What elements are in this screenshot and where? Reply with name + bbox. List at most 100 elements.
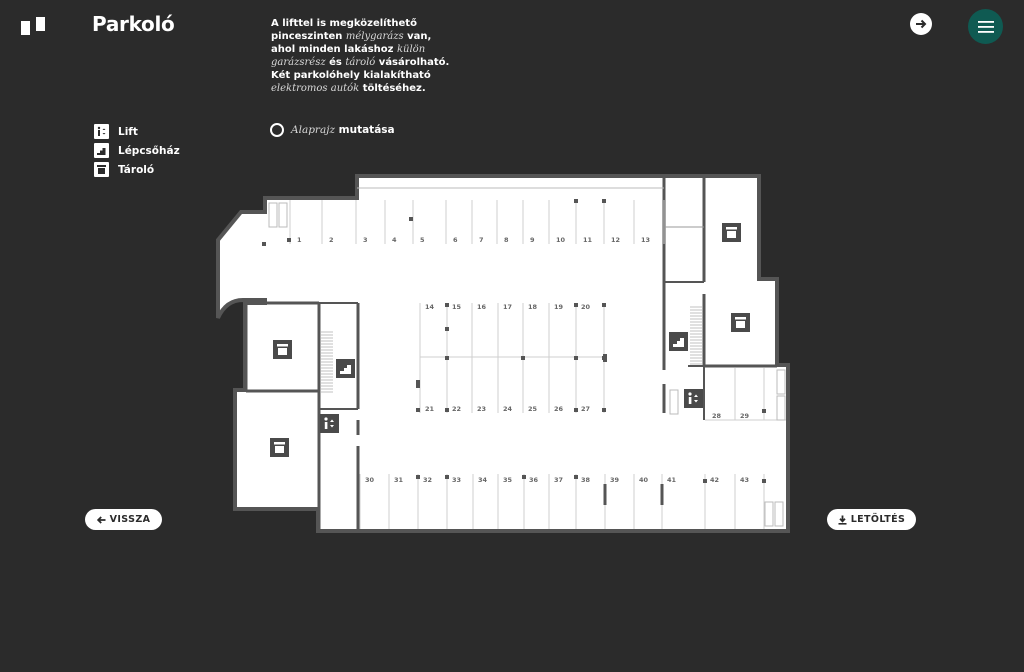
- floorplan-toggle-label: Alaprajz mutatása: [291, 124, 395, 136]
- column-post: [602, 408, 606, 412]
- column-post: [521, 356, 525, 360]
- parking-marker: [278, 202, 288, 228]
- legend-label: Tároló: [118, 163, 155, 176]
- arrow-left-icon: [96, 515, 106, 524]
- menu-button[interactable]: [968, 9, 1003, 44]
- legend-label: Lift: [118, 125, 138, 138]
- column-post: [445, 303, 449, 307]
- stairs-icon[interactable]: [336, 359, 355, 378]
- logo-bar-right: [36, 17, 45, 31]
- parking-marker: [268, 202, 278, 228]
- spot-label: 2: [329, 236, 334, 244]
- spot-label: 7: [479, 236, 484, 244]
- spot-label: 42: [710, 476, 719, 484]
- next-button[interactable]: [910, 13, 932, 35]
- column-post: [574, 408, 578, 412]
- legend-item-storage: Tároló: [94, 160, 180, 179]
- column-post: [762, 409, 766, 413]
- spot-label: 23: [477, 405, 486, 413]
- spot-label: 11: [583, 236, 593, 244]
- spot-label: 28: [712, 412, 722, 420]
- spot-label: 29: [740, 412, 750, 420]
- description-part: mélygarázs: [345, 31, 404, 42]
- spot-label: 19: [554, 303, 564, 311]
- spot-label: 25: [528, 405, 538, 413]
- spot-label: 3: [363, 236, 368, 244]
- storage-icon[interactable]: [731, 313, 750, 332]
- back-button[interactable]: VISSZA: [85, 509, 162, 530]
- spot-label: 37: [554, 476, 563, 484]
- download-button[interactable]: LETÖLTÉS: [827, 509, 916, 530]
- spot-label: 24: [503, 405, 513, 413]
- stairs-icon: [94, 143, 109, 158]
- column-post: [445, 408, 449, 412]
- description-part: van, ahol minden lakáshoz: [271, 31, 432, 55]
- parking-marker: [776, 369, 786, 395]
- spot-label: 40: [639, 476, 649, 484]
- spot-label: 6: [453, 236, 458, 244]
- column-post: [445, 327, 449, 331]
- spot-label: 36: [529, 476, 539, 484]
- spot-label: 21: [425, 405, 435, 413]
- download-icon: [838, 515, 847, 525]
- column-post: [574, 356, 578, 360]
- floorplan-toggle-italic: Alaprajz: [291, 124, 335, 136]
- arrow-right-icon: [916, 19, 927, 29]
- column-post: [602, 303, 606, 307]
- spot-label: 1: [297, 236, 302, 244]
- storage-icon[interactable]: [273, 340, 292, 359]
- spot-label: 15: [452, 303, 462, 311]
- legend: Lift Lépcsőház Tároló: [94, 122, 180, 179]
- column-post: [762, 479, 766, 483]
- column-post: [574, 303, 578, 307]
- lift-icon[interactable]: [684, 389, 703, 408]
- spot-label: 4: [392, 236, 397, 244]
- spot-label: 8: [504, 236, 509, 244]
- storage-icon[interactable]: [722, 223, 741, 242]
- parking-marker: [776, 395, 786, 421]
- column-post: [522, 475, 526, 479]
- spot-label: 30: [365, 476, 375, 484]
- column-post: [262, 242, 266, 246]
- spot-label: 34: [478, 476, 488, 484]
- spot-label: 17: [503, 303, 512, 311]
- spot-label: 35: [503, 476, 513, 484]
- back-button-label: VISSZA: [109, 514, 151, 525]
- spot-label: 33: [452, 476, 461, 484]
- description: A lifttel is megközelíthető pinceszinten…: [271, 17, 451, 95]
- column-post: [445, 356, 449, 360]
- spot-label: 12: [611, 236, 620, 244]
- spot-label: 43: [740, 476, 749, 484]
- building-outline: [216, 174, 790, 533]
- spot-label: 20: [581, 303, 591, 311]
- column-post: [416, 408, 420, 412]
- column-post: [703, 479, 707, 483]
- lift-icon[interactable]: [320, 414, 339, 433]
- description-part: töltéséhez.: [359, 83, 426, 94]
- spot-label: 26: [554, 405, 564, 413]
- logo-bar-left: [21, 21, 30, 35]
- legend-label: Lépcsőház: [118, 144, 180, 157]
- floorplan-toggle[interactable]: Alaprajz mutatása: [270, 123, 395, 137]
- spot-label: 13: [641, 236, 650, 244]
- description-part: és: [325, 57, 346, 68]
- lift-icon: [94, 124, 109, 139]
- parking-marker: [774, 501, 784, 527]
- hamburger-icon: [977, 20, 994, 33]
- stairs-icon[interactable]: [669, 332, 688, 351]
- page-title: Parkoló: [92, 12, 175, 36]
- column-post: [574, 199, 578, 203]
- column-post: [409, 217, 413, 221]
- description-part: elektromos autók: [271, 83, 360, 94]
- spot-label: 27: [581, 405, 590, 413]
- description-part: vásárolható. Két parkolóhely kialakíthat…: [271, 57, 450, 81]
- radio-button[interactable]: [270, 123, 284, 137]
- column-post: [602, 199, 606, 203]
- spot-label: 16: [477, 303, 487, 311]
- spot-label: 41: [667, 476, 677, 484]
- download-button-label: LETÖLTÉS: [850, 514, 906, 525]
- logo[interactable]: [21, 17, 45, 35]
- storage-icon[interactable]: [270, 438, 289, 457]
- column-post: [287, 238, 291, 242]
